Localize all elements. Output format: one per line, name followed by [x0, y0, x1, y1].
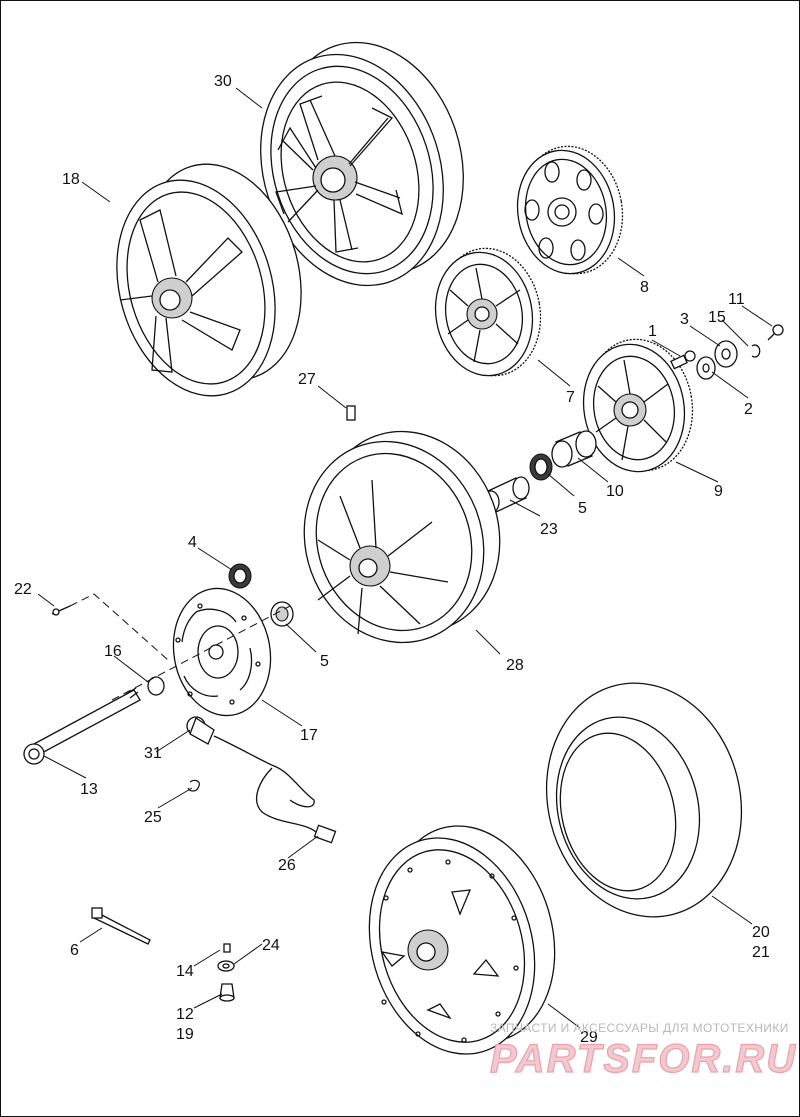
- callout-11: 11: [728, 291, 745, 308]
- axle-13: [23, 687, 141, 765]
- callout-18: 18: [62, 171, 80, 188]
- axle-dash-line: [111, 605, 291, 701]
- bolt-1: [670, 350, 696, 370]
- sensor-31: [186, 716, 315, 808]
- callout-24: 24: [262, 937, 280, 954]
- callout-23: 23: [540, 521, 558, 538]
- callout-31: 31: [144, 745, 162, 762]
- callout-3: 3: [680, 311, 689, 328]
- callout-25: 25: [144, 809, 162, 826]
- wheel-18: [116, 163, 302, 397]
- callout-26: 26: [278, 857, 296, 874]
- screw-11: [767, 324, 784, 341]
- callout-13: 13: [80, 781, 98, 798]
- part-27: [346, 405, 356, 421]
- callout-15: 15: [708, 309, 726, 326]
- bearing-4: [228, 563, 252, 589]
- callout-21: 21: [752, 944, 770, 961]
- harness-26: [256, 767, 337, 844]
- callout-27: 27: [298, 371, 316, 388]
- valve-cap-14: [223, 943, 231, 953]
- nut-24: [217, 960, 235, 972]
- callout-2: 2: [744, 401, 753, 418]
- callout-1: 1: [648, 323, 657, 340]
- watermark-caption: ЗАПЧАСТИ И АКСЕССУАРЫ ДЛЯ МОТОТЕХНИКИ: [490, 1021, 789, 1035]
- spacer-10: [551, 430, 597, 468]
- watermark: ЗАПЧАСТИ И АКСЕССУАРЫ ДЛЯ МОТОТЕХНИКИ PA…: [489, 1021, 797, 1082]
- clip-25: [187, 779, 200, 792]
- leader-lines: [37, 87, 773, 1029]
- callout-12: 12: [176, 1006, 194, 1023]
- callout-14: 14: [176, 963, 194, 980]
- callout-8: 8: [640, 279, 649, 296]
- callout-5-lower: 5: [320, 653, 329, 670]
- assembly-dash-line: [69, 593, 169, 661]
- bearing-5-upper: [529, 453, 553, 481]
- valve-stem-12: [219, 983, 235, 1002]
- callout-20: 20: [752, 924, 770, 941]
- pulley-8: [516, 145, 624, 275]
- screw-22: [51, 605, 71, 616]
- callout-5-upper: 5: [578, 500, 587, 517]
- callout-28: 28: [506, 657, 524, 674]
- pulley-9: [582, 338, 694, 473]
- tire-20-21: [545, 682, 743, 918]
- callout-10: 10: [606, 483, 624, 500]
- watermark-brand: PARTSFOR.RU: [490, 1037, 797, 1081]
- callout-16: 16: [104, 643, 122, 660]
- callout-17: 17: [300, 727, 318, 744]
- wheel-29: [368, 825, 556, 1055]
- callout-19: 19: [176, 1026, 194, 1043]
- bearing-5-lower: [270, 601, 294, 627]
- callout-22: 22: [14, 581, 32, 598]
- clip-15: [751, 344, 761, 358]
- callout-9: 9: [714, 483, 723, 500]
- washer-3: [714, 340, 738, 368]
- brake-disc-17: [172, 587, 272, 717]
- spacer-16: [147, 676, 165, 696]
- cable-tie-6: [91, 907, 151, 945]
- callout-7: 7: [566, 389, 575, 406]
- callout-30: 30: [214, 73, 232, 90]
- wheel-30: [260, 41, 464, 287]
- callout-29: 29: [580, 1029, 598, 1046]
- callout-numbers: 1 2 3 4 5 5 6 7 8 9 10 11 12 13 14 15 16…: [14, 73, 770, 1046]
- wheel-28: [303, 430, 501, 644]
- pulley-7: [434, 247, 542, 377]
- washer-2: [696, 356, 716, 380]
- callout-6: 6: [70, 942, 79, 959]
- callout-4: 4: [188, 534, 197, 551]
